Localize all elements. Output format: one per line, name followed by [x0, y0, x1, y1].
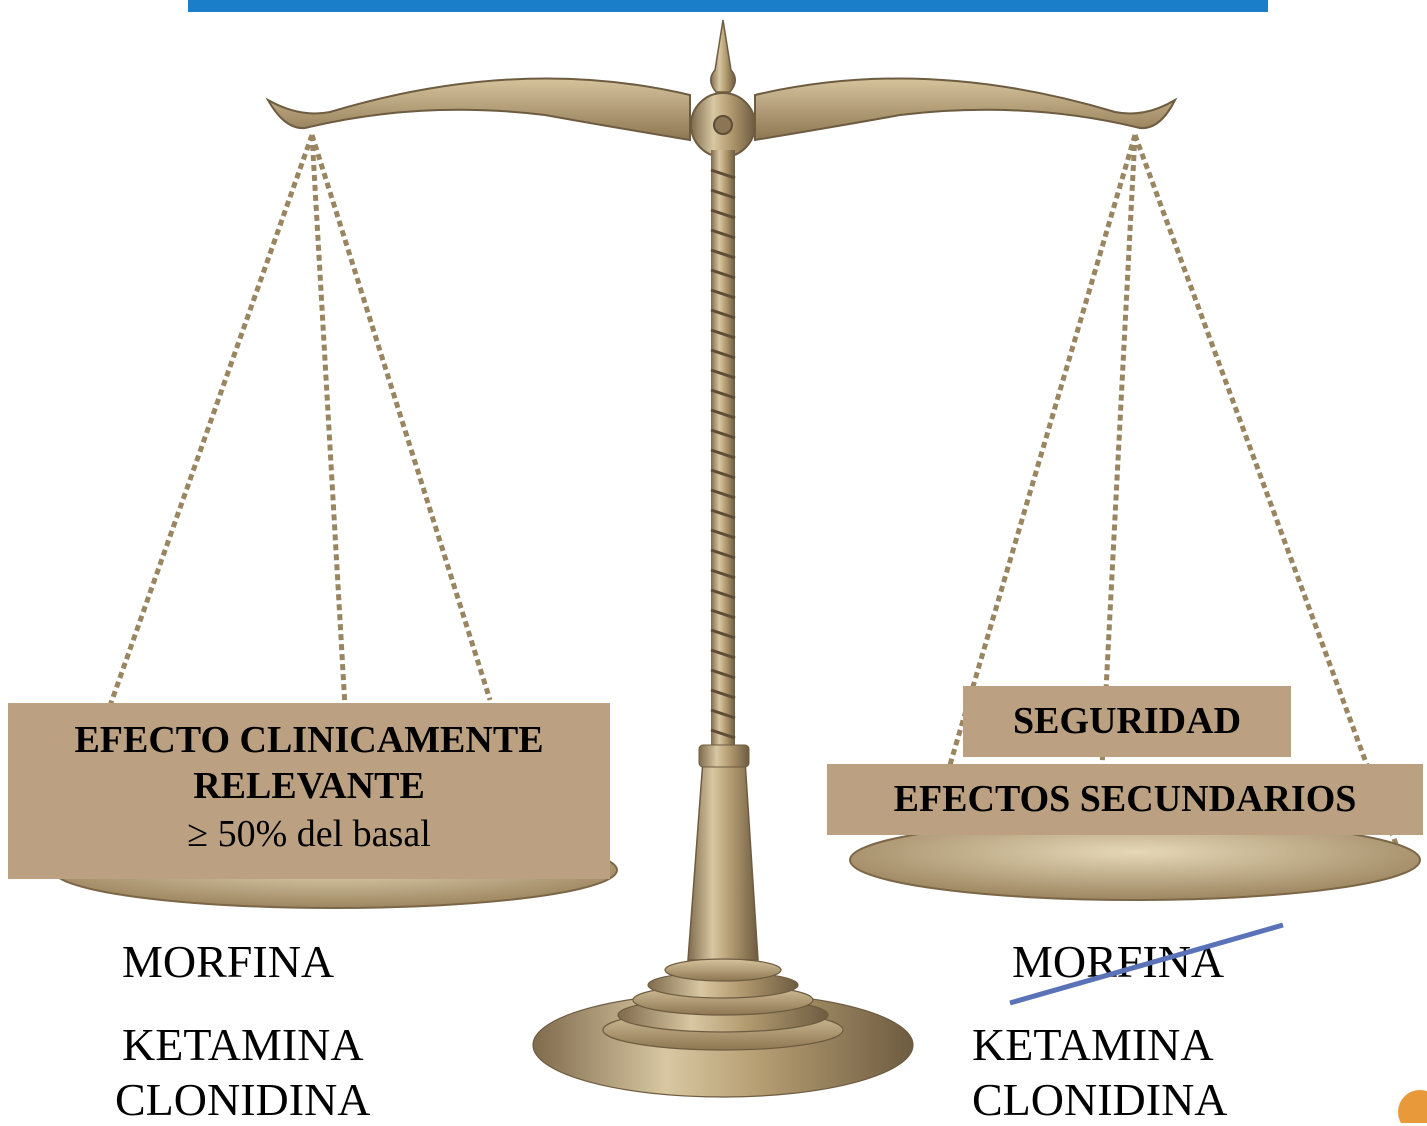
title-fragment — [188, 0, 1268, 12]
left-pan-line3: ≥ 50% del basal — [8, 809, 610, 859]
right-drug-morfina: MORFINA — [1012, 936, 1224, 988]
scale-base — [533, 959, 913, 1097]
right-drug-ketamina: KETAMINA — [972, 1019, 1214, 1071]
right-drug-clonidina: CLONIDINA — [972, 1074, 1228, 1126]
scale-beam — [268, 20, 1175, 157]
corner-logo — [1398, 1090, 1427, 1123]
efectos-secundarios-label: EFECTOS SECUNDARIOS — [827, 764, 1423, 835]
left-pan-label: EFECTO CLINICAMENTE RELEVANTE ≥ 50% del … — [8, 703, 610, 879]
left-drug-clonidina: CLONIDINA — [115, 1074, 371, 1126]
left-drug-morfina: MORFINA — [122, 936, 334, 988]
left-pan-line1: EFECTO CLINICAMENTE — [8, 717, 610, 763]
seguridad-label: SEGURIDAD — [963, 686, 1291, 757]
left-drug-ketamina: KETAMINA — [122, 1019, 364, 1071]
left-pan-line2: RELEVANTE — [8, 763, 610, 809]
scale-column — [688, 150, 758, 960]
